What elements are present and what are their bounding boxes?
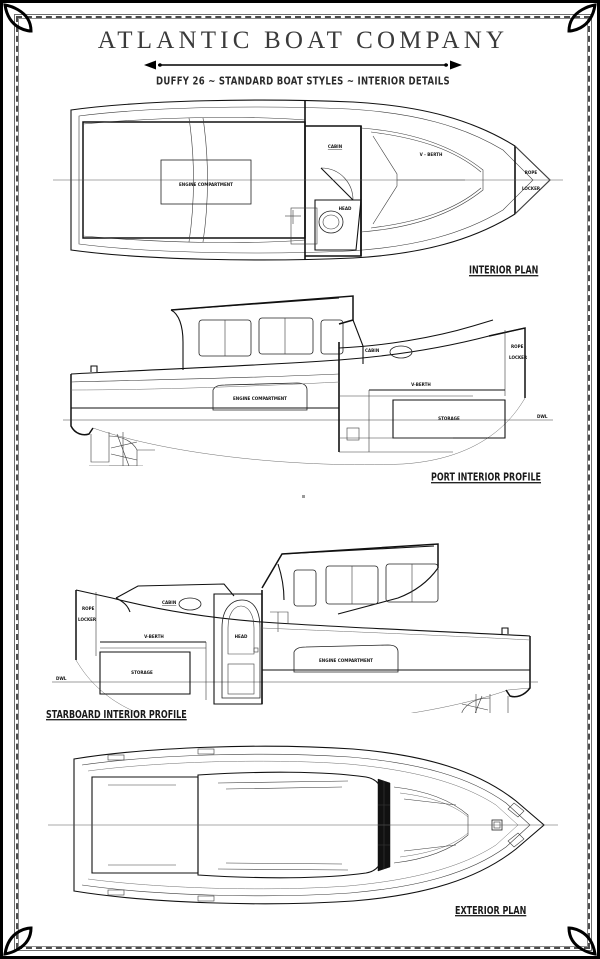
label-storage: STORAGE bbox=[131, 670, 153, 675]
label-engine-compartment: ENGINE COMPARTMENT bbox=[319, 658, 373, 663]
title-block: ATLANTIC BOAT COMPANY DUFFY 26 ~ STANDAR… bbox=[3, 27, 597, 89]
label-dwl: DWL bbox=[56, 676, 67, 681]
caption-interior-plan: INTERIOR PLAN bbox=[469, 264, 539, 277]
label-engine-compartment: ENGINE COMPARTMENT bbox=[179, 182, 233, 187]
page-subtitle: DUFFY 26 ~ STANDARD BOAT STYLES ~ INTERI… bbox=[156, 75, 450, 89]
page-title: ATLANTIC BOAT COMPANY bbox=[97, 27, 509, 54]
corner-ornament-leaf-icon bbox=[547, 906, 597, 956]
caption-exterior-plan: EXTERIOR PLAN bbox=[455, 904, 527, 917]
title-decorative-rule bbox=[144, 58, 462, 72]
label-locker: LOCKER bbox=[522, 186, 541, 191]
figure-exterior-plan bbox=[48, 743, 558, 908]
label-locker: LOCKER bbox=[509, 355, 528, 360]
corner-ornament-leaf-icon bbox=[3, 906, 53, 956]
label-head: HEAD bbox=[235, 634, 248, 639]
label-v-berth: V - BERTH bbox=[420, 152, 443, 157]
label-v-berth: V-BERTH bbox=[411, 382, 431, 387]
figure-port-interior-profile: DWL CABIN ROPE LOCKER V-BERTH bbox=[53, 286, 563, 466]
label-rope: ROPE bbox=[82, 606, 95, 611]
label-dwl: DWL bbox=[537, 414, 548, 419]
label-engine-compartment: ENGINE COMPARTMENT bbox=[233, 396, 287, 401]
caption-port-interior-profile: PORT INTERIOR PROFILE bbox=[431, 471, 542, 484]
label-cabin: CABIN bbox=[162, 600, 177, 605]
label-locker: LOCKER bbox=[78, 617, 97, 622]
registration-mark bbox=[302, 495, 305, 498]
caption-starboard-interior-profile: STARBOARD INTERIOR PROFILE bbox=[46, 708, 187, 721]
label-rope: ROPE bbox=[511, 344, 524, 349]
label-cabin: CABIN bbox=[328, 144, 343, 149]
label-cabin: CABIN bbox=[365, 348, 380, 353]
figure-interior-plan: ENGINE COMPARTMENT CABIN HEAD bbox=[53, 98, 563, 263]
figure-starboard-interior-profile: DWL ROPE LOCKER CABIN V-BERTH STORAGE bbox=[38, 528, 563, 713]
label-storage: STORAGE bbox=[438, 416, 460, 421]
label-rope: ROPE bbox=[525, 170, 538, 175]
label-head: HEAD bbox=[339, 206, 352, 211]
label-v-berth: V-BERTH bbox=[144, 634, 164, 639]
